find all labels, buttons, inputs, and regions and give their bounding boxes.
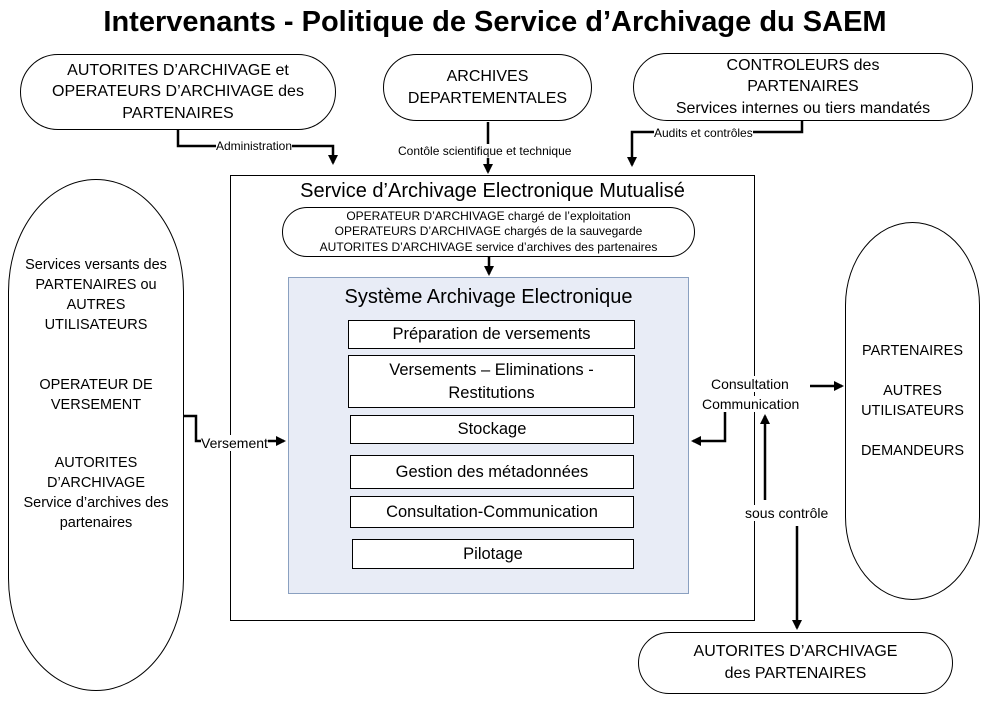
actor-controleurs-line3: Services internes ou tiers mandatés <box>675 99 931 117</box>
actor-controleurs-line1: CONTROLEURS des <box>726 56 880 74</box>
label-communication: Communication <box>702 396 800 412</box>
left-actor-p1-l2: PARTENAIRES ou <box>35 277 157 293</box>
label-sous-controle: sous contrôle <box>745 505 829 521</box>
saem-operators-l2: OPERATEURS D’ARCHIVAGE chargés de la sau… <box>334 224 643 239</box>
label-controle: Contôle scientifique et technique <box>398 144 572 158</box>
actor-autorites-operateurs-line2: OPERATEURS D’ARCHIVAGE des <box>52 83 304 101</box>
module-metadonnees-label: Gestion des métadonnées <box>395 462 589 481</box>
right-actor-l1: PARTENAIRES <box>862 343 963 359</box>
module-consultation-label: Consultation-Communication <box>386 502 598 521</box>
module-versements-l1: Versements – Eliminations - <box>389 361 594 380</box>
module-pilotage-label: Pilotage <box>463 544 523 563</box>
label-versement: Versement <box>201 435 268 451</box>
module-versements-l2: Restitutions <box>448 383 535 402</box>
left-actor-p2-l2: VERSEMENT <box>50 397 142 413</box>
actor-archives-line2: DEPARTEMENTALES <box>407 89 568 107</box>
actor-archives-departementales: ARCHIVES DEPARTEMENTALES <box>383 54 592 121</box>
actor-partenaires-demandeurs: PARTENAIRES AUTRES UTILISATEURS DEMANDEU… <box>845 222 980 600</box>
module-stockage: Stockage <box>350 415 634 444</box>
saem-operators-l3: AUTORITES D’ARCHIVAGE service d’archives… <box>319 239 658 254</box>
left-actor-p3-l4: partenaires <box>59 515 133 531</box>
saem-operators-l1: OPERATEUR D’ARCHIVAGE chargé de l’exploi… <box>346 208 631 223</box>
label-audits: Audits et contrôles <box>654 126 753 140</box>
actor-bottom-line2: des PARTENAIRES <box>724 665 867 682</box>
module-stockage-label: Stockage <box>457 420 527 439</box>
actor-bottom-line1: AUTORITES D’ARCHIVAGE <box>693 643 898 661</box>
left-actor-p3-l2: D’ARCHIVAGE <box>46 475 146 491</box>
actor-controleurs: CONTROLEURS des PARTENAIRES Services int… <box>633 53 973 121</box>
saem-operators: OPERATEUR D’ARCHIVAGE chargé de l’exploi… <box>282 207 695 257</box>
label-administration: Administration <box>216 139 293 153</box>
actor-archives-line1: ARCHIVES <box>446 67 529 85</box>
diagram-title: Intervenants - Politique de Service d’Ar… <box>103 6 887 38</box>
module-metadonnees: Gestion des métadonnées <box>350 455 634 489</box>
module-preparation: Préparation de versements <box>348 320 635 349</box>
left-actor-p1-l1: Services versants des <box>25 257 167 273</box>
sae-title: Système Archivage Electronique <box>344 286 633 308</box>
actor-autorites-partenaires: AUTORITES D’ARCHIVAGE des PARTENAIRES <box>638 632 953 694</box>
module-preparation-label: Préparation de versements <box>392 325 591 344</box>
left-actor-p2-l1: OPERATEUR DE <box>39 377 153 393</box>
left-actor-p1-l4: UTILISATEURS <box>44 317 148 333</box>
actor-controleurs-line2: PARTENAIRES <box>747 78 859 96</box>
saem-title: Service d’Archivage Electronique Mutuali… <box>300 180 685 202</box>
arrow-consultation-return <box>691 405 727 446</box>
right-actor-l3: UTILISATEURS <box>861 403 964 419</box>
left-actor-p3-l1: AUTORITES <box>54 455 138 471</box>
actor-services-versants: Services versants des PARTENAIRES ou AUT… <box>8 179 184 691</box>
left-actor-p1-l3: AUTRES <box>66 297 126 313</box>
right-actor-l4: DEMANDEURS <box>860 443 965 459</box>
module-consultation: Consultation-Communication <box>350 496 634 528</box>
actor-autorites-operateurs: AUTORITES D’ARCHIVAGE et OPERATEURS D’AR… <box>20 54 336 130</box>
actor-autorites-operateurs-line1: AUTORITES D’ARCHIVAGE et <box>67 61 289 79</box>
right-actor-l2: AUTRES <box>883 383 942 399</box>
actor-autorites-operateurs-line3: PARTENAIRES <box>122 104 234 122</box>
left-actor-p3-l3: Service d’archives des <box>23 495 169 511</box>
module-pilotage: Pilotage <box>352 539 634 569</box>
label-consultation: Consultation <box>711 376 789 392</box>
module-versements: Versements – Eliminations - Restitutions <box>348 355 635 408</box>
